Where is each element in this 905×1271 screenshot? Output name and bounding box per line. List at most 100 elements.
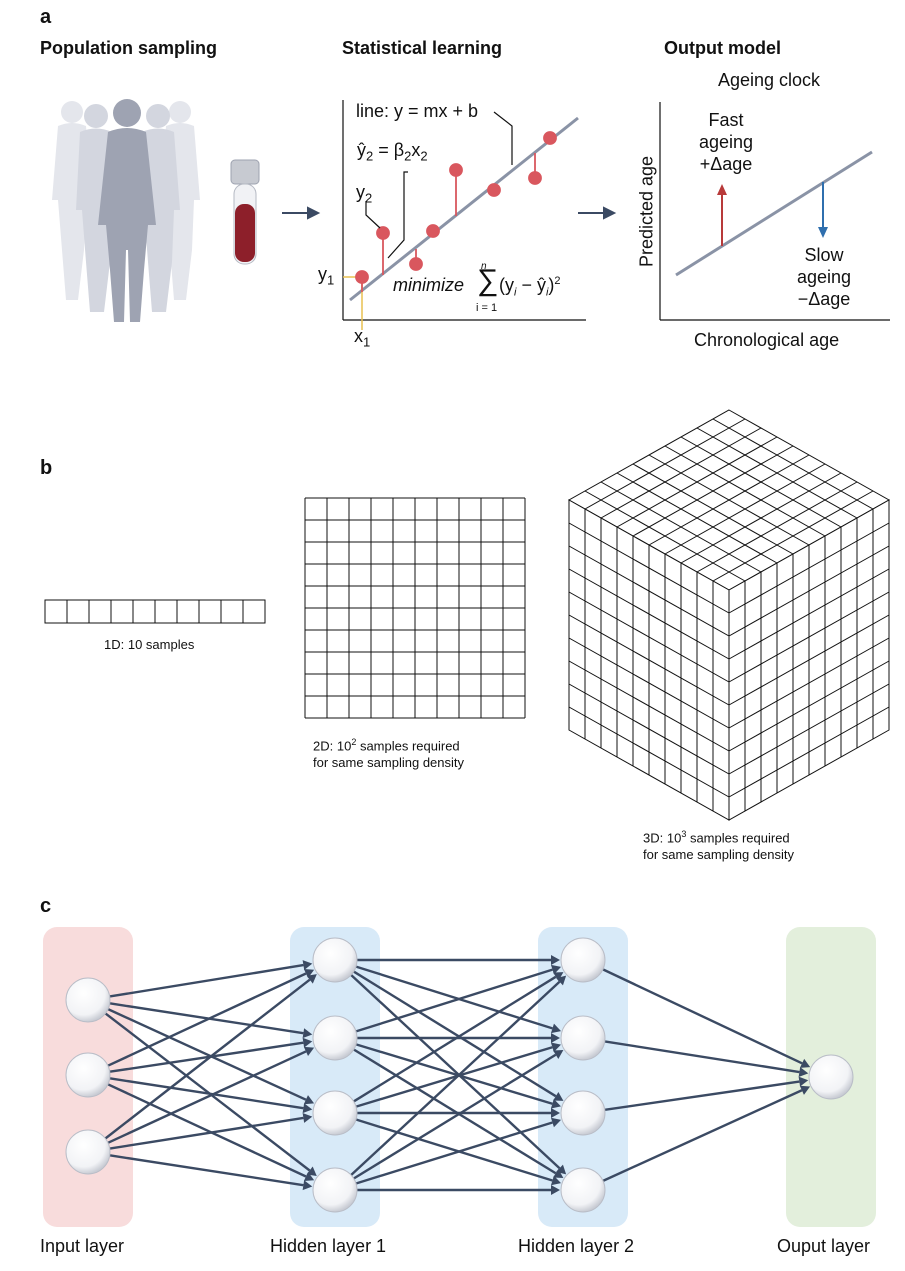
network-edge — [104, 978, 311, 1140]
network-edge-arrowhead — [303, 1171, 315, 1182]
network-edge-arrowhead — [553, 972, 564, 982]
network-edge-arrowhead — [302, 1037, 313, 1048]
network-node — [560, 1015, 606, 1061]
network-node — [560, 937, 606, 983]
network-edge-arrowhead — [302, 1028, 313, 1039]
network-edge-arrowhead — [798, 1067, 809, 1077]
network-edge-arrowhead — [303, 968, 315, 979]
network-edge-arrowhead — [302, 1113, 313, 1123]
cube-top-gridline — [664, 463, 826, 555]
network-edge-arrowhead — [799, 1085, 811, 1095]
network-edge-arrowhead — [551, 1033, 560, 1043]
panel-a-letter: a — [40, 6, 52, 28]
network-edge-arrowhead — [798, 1076, 809, 1087]
network-node — [65, 977, 111, 1023]
network-edge — [350, 980, 561, 1176]
caption-2d: 2D: 102 samples required for same sampli… — [313, 737, 465, 771]
statistical-learning-title: Statistical learning — [342, 38, 503, 58]
network-edge — [355, 1043, 553, 1105]
cube-right-gridline — [728, 706, 890, 798]
yhat-equation-label: ŷ2 = β2x2 — [357, 140, 428, 164]
network-edge — [355, 1046, 553, 1108]
hidden-layer-2-label: Hidden layer 2 — [518, 1236, 635, 1256]
grid-3d-cube — [567, 409, 891, 821]
cube-top-gridline — [648, 454, 810, 546]
network-edge — [109, 1116, 304, 1150]
network-edge — [604, 1080, 800, 1112]
input-layer-label: Input layer — [40, 1236, 125, 1256]
network-edge — [353, 975, 557, 1103]
network-edge — [355, 1118, 553, 1182]
network-edge-arrowhead — [550, 1042, 561, 1053]
y1-label: y1 — [318, 264, 335, 288]
network-edge — [109, 1002, 304, 1035]
caption-1d: 1D: 10 samples — [104, 637, 195, 652]
network-edge-arrowhead — [556, 975, 567, 986]
network-edge-arrowhead — [303, 1095, 315, 1105]
population-sampling-title: Population sampling — [40, 38, 218, 58]
hidden-layer-1-label: Hidden layer 1 — [270, 1236, 387, 1256]
network-node — [560, 1090, 606, 1136]
minimize-formula: minimize n ∑ i = 1 (yi − ŷi)2 — [393, 261, 561, 314]
network-edge — [109, 1041, 304, 1073]
grid-1d-cell — [242, 599, 266, 624]
cube-top-gridline — [680, 472, 842, 564]
network-node — [65, 1052, 111, 1098]
network-edge-arrowhead — [550, 1098, 561, 1109]
network-node — [560, 1167, 606, 1213]
network-node — [808, 1054, 854, 1100]
network-edge-arrowhead — [553, 1091, 564, 1101]
cube-top-gridline — [696, 427, 858, 519]
cube-top-gridline — [680, 436, 842, 528]
cube-right-gridline — [728, 614, 890, 706]
x1-label: x1 — [354, 326, 371, 350]
cube-right-gridline — [728, 637, 890, 729]
grid-2d — [304, 497, 526, 719]
ageing-clock-plot — [659, 102, 890, 321]
population-figures-icon — [52, 99, 200, 322]
network-edge — [109, 963, 304, 998]
network-edge-arrowhead — [551, 955, 560, 965]
network-node — [312, 1015, 358, 1061]
network-nodes — [65, 937, 854, 1213]
cube-left-gridline — [568, 706, 730, 798]
network-edge-arrowhead — [553, 1169, 564, 1178]
cube-left-gridline — [568, 614, 730, 706]
grid-1d — [44, 599, 266, 624]
panel-b-letter: b — [40, 457, 53, 479]
network-edge — [350, 974, 561, 1170]
network-edge-arrowhead — [302, 960, 313, 971]
cube-left-gridline — [568, 660, 730, 752]
network-node — [312, 1090, 358, 1136]
network-edge — [353, 1048, 557, 1175]
network-edge — [107, 1083, 307, 1178]
ageing-clock-title: Ageing clock — [718, 70, 821, 90]
network-edge — [107, 1008, 307, 1101]
cube-left-gridline — [568, 683, 730, 775]
network-edge — [107, 972, 307, 1067]
network-node — [65, 1129, 111, 1175]
network-edge-arrowhead — [550, 964, 562, 975]
network-edge-arrowhead — [302, 1103, 313, 1114]
cube-top-gridline — [696, 481, 858, 573]
blood-tube-icon — [230, 159, 260, 265]
network-edge — [109, 1077, 304, 1110]
network-edge-arrowhead — [550, 1023, 562, 1034]
regression-plot — [342, 100, 586, 330]
network-edge-arrowhead — [303, 1046, 315, 1056]
network-edge-arrowhead — [550, 1175, 562, 1186]
cube-left-gridline — [568, 637, 730, 729]
network-edge — [604, 1040, 800, 1074]
output-model-title: Output model — [664, 38, 781, 58]
cube-right-gridline — [728, 683, 890, 775]
network-node — [312, 937, 358, 983]
caption-3d: 3D: 103 samples required for same sampli… — [643, 829, 795, 863]
network-edge-arrowhead — [302, 1180, 313, 1191]
network-edge — [355, 968, 553, 1033]
network-edge — [353, 1053, 557, 1180]
chronological-age-axis-label: Chronological age — [694, 330, 840, 350]
